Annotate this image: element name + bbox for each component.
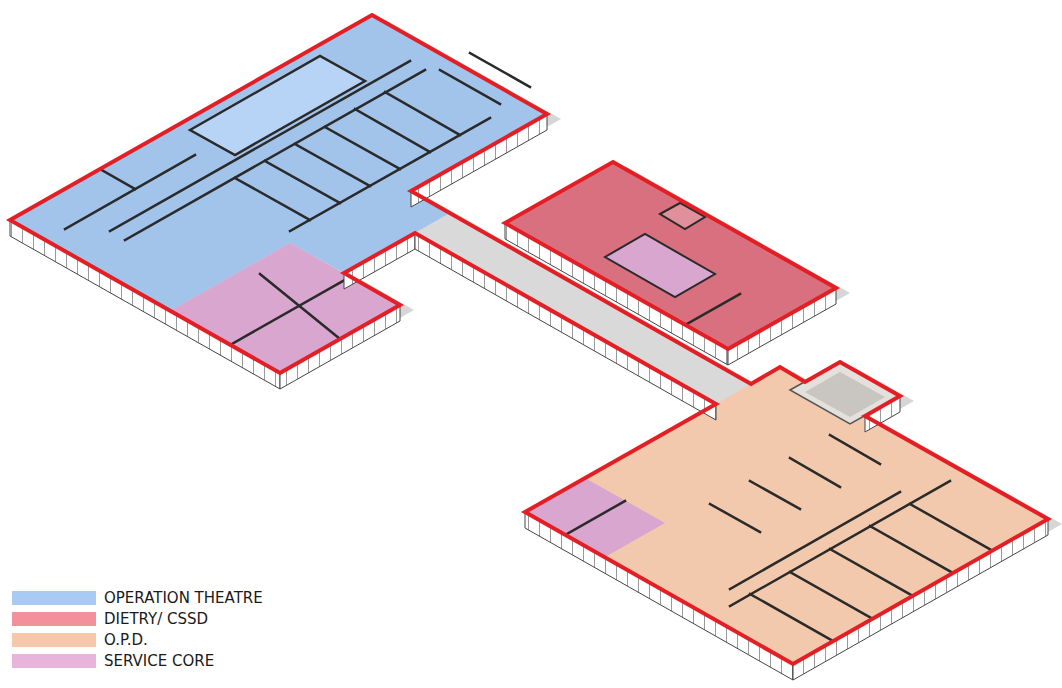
room-walls (470, 53, 530, 87)
legend-row: SERVICE CORE (12, 654, 332, 669)
room-walls (325, 127, 400, 169)
legend-text: DIETRY/ CSSD (104, 612, 332, 627)
room-walls (750, 481, 800, 509)
room-walls (750, 594, 833, 641)
room-walls (910, 504, 993, 551)
legend-swatch (12, 591, 96, 605)
room-walls (265, 161, 340, 203)
legend-swatch (12, 612, 96, 626)
room-walls (830, 435, 880, 464)
room-walls (790, 572, 873, 619)
service-core-floor (525, 478, 665, 557)
wall-faces (280, 305, 400, 389)
legend-row: OPERATION THEATRE (12, 591, 332, 606)
raised-box (660, 203, 705, 229)
legend-text: SERVICE CORE (104, 654, 332, 669)
room-walls (65, 155, 195, 229)
room-walls (110, 61, 410, 231)
legend-row: O.P.D. (12, 633, 332, 648)
room-walls (790, 458, 840, 487)
wall-faces (10, 114, 1048, 680)
room-walls (385, 92, 460, 135)
wall-faces (411, 114, 547, 207)
room-walls (710, 504, 760, 532)
room-walls (295, 144, 370, 186)
red-outline (10, 15, 1048, 664)
room-walls (125, 70, 425, 240)
legend-swatch (12, 633, 96, 647)
room-walls (440, 70, 500, 104)
room-walls (355, 109, 430, 152)
room-walls (565, 501, 625, 535)
room-walls (230, 277, 350, 345)
room-walls (65, 53, 993, 641)
legend-row: DIETRY/ CSSD (12, 612, 332, 627)
room-walls (870, 526, 953, 573)
room-walls (100, 169, 135, 189)
wall-faces (793, 519, 1048, 680)
wall-faces (728, 288, 836, 365)
wall-faces (525, 512, 793, 680)
wall-faces (505, 223, 728, 365)
legend-text: O.P.D. (104, 633, 332, 648)
opd-floor (525, 362, 1048, 664)
room-walls (685, 294, 740, 325)
red-outline (505, 162, 836, 349)
floor-areas (10, 15, 1048, 664)
red-outline (10, 15, 1048, 664)
room-walls (730, 492, 900, 589)
legend-text: OPERATION THEATRE (104, 591, 332, 606)
room-walls (235, 178, 310, 220)
legend-swatch (12, 654, 96, 668)
large-room (190, 56, 365, 155)
wall-faces (10, 220, 280, 389)
legend: OPERATION THEATRE DIETRY/ CSSD O.P.D. SERVI… (12, 591, 332, 681)
room-walls (730, 481, 950, 606)
room-walls (830, 549, 913, 596)
